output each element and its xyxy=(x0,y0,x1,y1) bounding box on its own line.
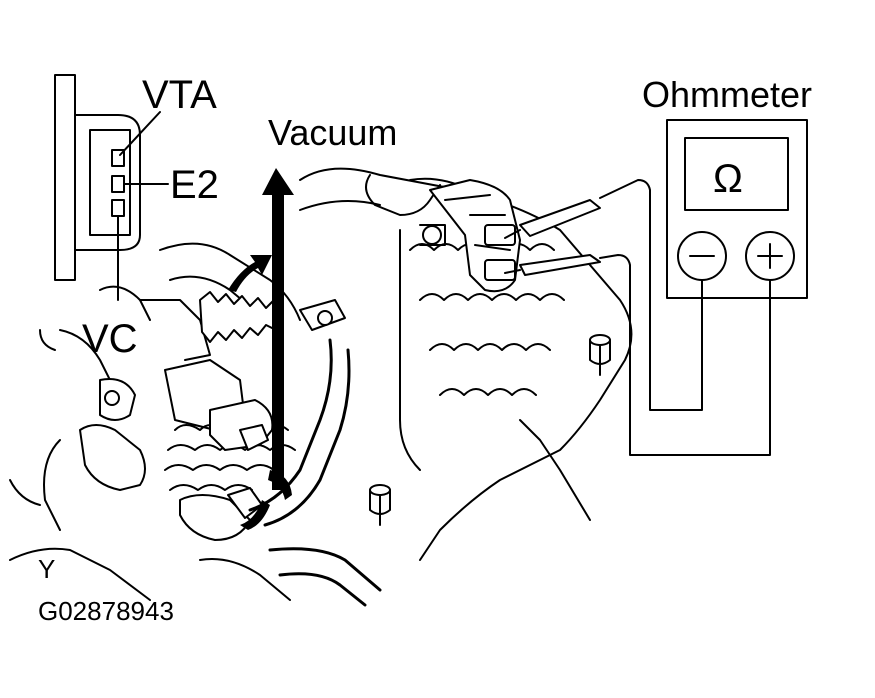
label-e2: E2 xyxy=(170,163,219,207)
throttle-body-sketch xyxy=(9,167,633,607)
ohmmeter-display xyxy=(684,137,789,211)
label-vacuum: Vacuum xyxy=(268,112,397,153)
ohmmeter: Ω xyxy=(666,119,808,299)
label-ohmmeter: Ohmmeter xyxy=(642,74,812,115)
figure-id: G02878943 xyxy=(38,596,174,626)
ohm-symbol: Ω xyxy=(713,157,743,201)
stud-bolt xyxy=(369,484,391,526)
label-vc: VC xyxy=(82,317,138,361)
test-leads xyxy=(504,179,771,456)
view-letter: Y xyxy=(38,554,55,584)
gear-teeth xyxy=(199,291,283,343)
terminal-e2 xyxy=(111,175,125,193)
vacuum-arrow xyxy=(240,168,294,530)
rotation-arrow xyxy=(228,255,272,292)
stud-bolt xyxy=(589,334,611,376)
label-vta: VTA xyxy=(142,73,217,117)
connector-detail xyxy=(54,74,169,301)
terminal-vc xyxy=(111,199,125,217)
